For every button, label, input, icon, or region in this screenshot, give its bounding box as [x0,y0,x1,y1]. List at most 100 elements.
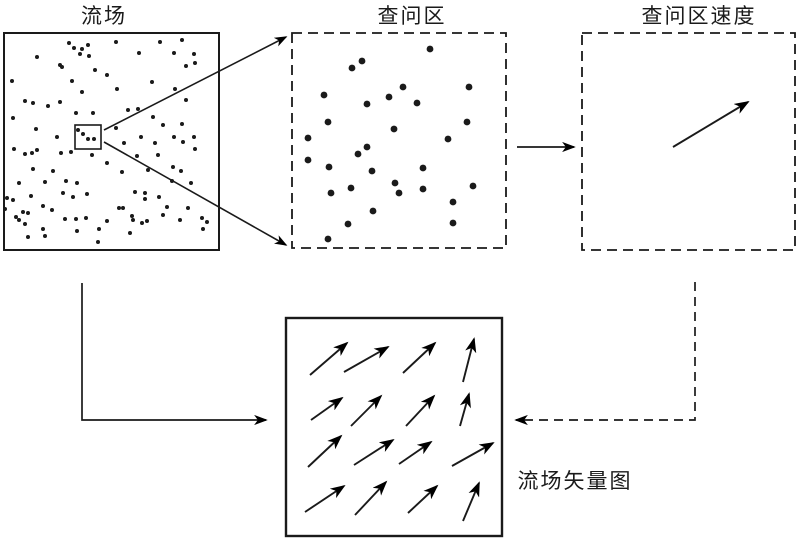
interrogation-particle-dot [390,125,398,133]
interrogation-particle-dot [304,156,312,164]
flow-particle-dot [51,169,55,173]
flow-particle-dot [172,135,176,139]
flow-particle-dot [161,213,165,217]
interrogation-particle-dot [465,83,473,91]
flow-particle-dot [75,229,79,233]
flow-particle-dot [184,64,188,68]
flow-particle-dot [153,141,157,145]
flow-particle-dot [150,80,154,84]
interrogation-particle-dot [304,134,312,142]
flow-particle-dot [193,61,197,65]
flow-particle-dot [146,168,150,172]
interrogation-particle-dot [391,179,399,187]
flow-particle-dot [43,234,47,238]
flow-particle-dot [173,87,177,91]
flow-particle-dot [86,43,90,47]
flow-particle-dot [31,167,35,171]
flow-particle-dot [10,79,14,83]
vector-map-arrow [354,480,388,516]
interrogation-particle-dot [419,185,427,193]
flow-particle-dot [72,46,76,50]
flow-particle-dot [193,147,197,151]
interrogation-particle-dot [399,83,407,91]
flow-particle-dot [165,205,169,209]
interrogation-particle-dot [469,182,477,190]
flow-particle-dot [114,40,118,44]
flow-particle-dot [192,52,196,56]
flow-particle-dot [151,115,155,119]
flow-field-box [3,32,220,251]
flow-particle-dot [201,227,205,231]
flow-particle-dot [91,111,95,115]
interrogation-particle-dot [354,150,362,158]
flow-particle-dot [61,191,65,195]
flow-particle-dot [17,218,21,222]
flow-particle-dot [205,220,209,224]
flow-particle-dot [5,196,9,200]
interrogation-particle-dot [320,91,328,99]
interrogation-particle-dot [363,100,371,108]
flow-particle-dot [59,151,63,155]
flow-particle-dot [181,140,185,144]
interrogation-particle-dot [327,189,335,197]
flow-particle-dot [105,161,109,165]
flow-particle-dot [186,206,190,210]
flow-particle-dot [133,190,137,194]
vector-map-arrow [304,484,346,513]
flow-particle-dot [117,206,121,210]
flow-particle-dot [80,90,84,94]
flow-particle-dot [143,191,147,195]
flow-particle-dot [135,154,139,158]
flow-particle-dot [140,221,144,225]
interrogation-particle-dot [463,118,471,126]
flow-particle-dot [58,100,62,104]
flow-particle-dot [114,126,118,130]
flow-particle-dot [145,219,149,223]
flow-to-vector-connector [81,283,268,426]
velocity-vector-arrow [672,101,750,148]
flow-particle-dot [189,181,193,185]
velocity-to-vector-connector [514,282,696,426]
shapes-layer [3,32,796,538]
interrogation-particle-dot [347,184,355,192]
flow-particle-dot [192,135,196,139]
flow-particle-dot [30,151,34,155]
vector-map-arrow [310,396,344,421]
flow-particle-dot [41,204,45,208]
interrogation-particle-dot [344,220,352,228]
flow-particle-dot [90,153,94,157]
flow-particle-dot [74,111,78,115]
interrogation-particle-dot [358,57,366,65]
flow-particle-dot [200,216,204,220]
flow-particle-dot [131,218,135,222]
flow-particle-dot [87,54,91,58]
flow-particle-dot [63,217,67,221]
vector-map-box [284,316,504,538]
flow-particle-dot [86,137,90,141]
flow-particle-dot [3,207,7,211]
vector-map-arrow [462,337,477,383]
flow-particle-dot [43,180,47,184]
flow-particle-dot [23,99,27,103]
flow-particle-dot [156,153,160,157]
flow-particle-dot [137,51,141,55]
flow-particle-dot [46,104,50,108]
interrogation-particle-dot [385,93,393,101]
vector-map-arrow [407,484,439,514]
vector-map-label: 流场矢量图 [517,469,633,493]
interrogation-particle-dot [395,189,403,197]
interrogation-particle-dot [369,207,377,215]
flow-field-label: 流场 [81,4,127,28]
flow-particle-dot [75,181,79,185]
vector-map-arrow [459,392,471,427]
flow-particle-dot [71,195,75,199]
flow-particle-dot [157,195,161,199]
flow-particle-dot [80,47,84,51]
flow-particle-dot [81,132,85,136]
flow-particle-dot [76,128,80,132]
flow-particle-dot [126,108,130,112]
interrogation-area-box [291,32,507,249]
flow-particle-dot [67,41,71,45]
flow-particle-dot [121,206,125,210]
